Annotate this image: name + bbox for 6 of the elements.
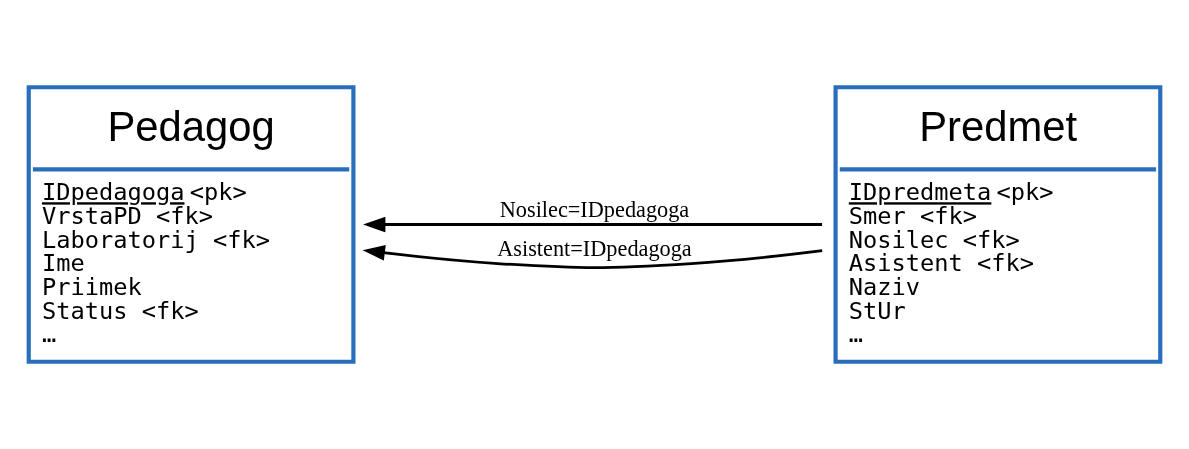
- edge-label: Asistent=IDpedagoga: [497, 236, 692, 262]
- arrow: [362, 245, 823, 269]
- node-box: Predmet IDpredmeta <pk> Smer <fk> Nosilec <fk> Asistent <fk> Naziv StUr …: [833, 85, 1163, 364]
- edge-label: Nosilec=IDpedagoga: [499, 197, 690, 223]
- node-box: Pedagog IDpedagoga <pk> VrstaPD <fk> Laboratorij <fk> Ime Priimek Status <fk> …: [26, 85, 356, 364]
- arrow: [363, 216, 823, 233]
